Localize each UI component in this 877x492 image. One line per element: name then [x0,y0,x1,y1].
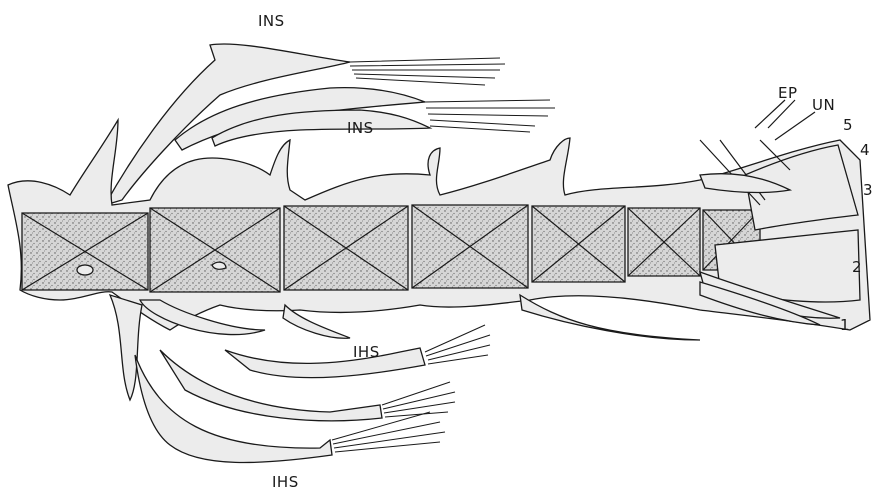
hypural-number-5: 5 [843,116,853,134]
hypural-number-4: 4 [860,141,870,159]
hypural-number-1: 1 [840,316,850,334]
label-ins-top: INS [258,12,285,30]
label-un: UN [812,96,835,114]
label-ep: EP [778,84,798,102]
leader-ep [755,100,795,128]
label-ihs-bottom: IHS [272,473,299,491]
label-ins-middle: INS [347,119,374,137]
label-ihs-middle: IHS [353,343,380,361]
hypural-number-3: 3 [863,181,873,199]
interhaemal-spines [135,325,490,463]
hypural-number-2: 2 [852,258,862,276]
leader-un [775,112,815,140]
